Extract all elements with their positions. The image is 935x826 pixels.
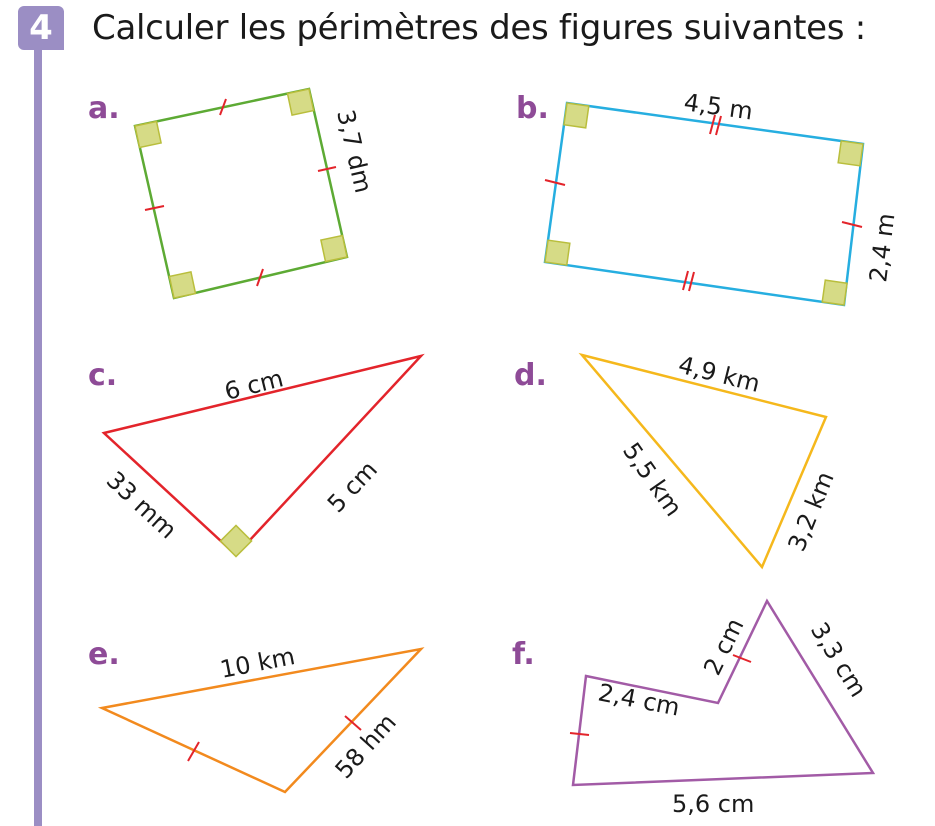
figure-a: a. 3,7 dm [88, 87, 377, 300]
right-angle-marker [544, 239, 571, 266]
figure-e-right-label: 58 hm [330, 708, 402, 784]
right-angle-marker [219, 524, 253, 558]
figure-c: c. 6 cm 33 mm 5 cm [88, 353, 425, 558]
figure-d-letter: d. [514, 358, 547, 393]
figure-e-top-label: 10 km [218, 642, 297, 684]
figure-c-side2-label: 5 cm [322, 455, 383, 518]
figure-c-hypotenuse-label: 6 cm [222, 364, 286, 406]
figure-b-width-label: 2,4 m [864, 212, 900, 284]
tick-mark [317, 166, 337, 172]
figure-e: e. 10 km 58 hm [88, 637, 425, 794]
right-angle-marker [837, 140, 864, 167]
exercise-side-bar [34, 46, 42, 826]
figure-d-right-label: 3,2 km [783, 468, 840, 556]
figure-e-letter: e. [88, 637, 120, 672]
figure-b-right-angles [544, 102, 864, 306]
exercise-title: Calculer les périmètres des figures suiv… [92, 8, 866, 48]
figure-d-triangle [578, 352, 828, 570]
right-angle-marker [286, 88, 315, 116]
tick-mark [841, 221, 863, 228]
figure-b-letter: b. [516, 91, 549, 126]
figure-a-side-label: 3,7 dm [331, 107, 377, 196]
right-angle-marker [168, 271, 197, 299]
figure-d: d. 4,9 km 5,5 km 3,2 km [514, 351, 840, 570]
figure-f-side1-label: 2 cm [698, 614, 749, 680]
figure-b-tick-marks [544, 114, 863, 292]
figure-a-right-angles [134, 88, 348, 299]
figure-a-tick-marks [144, 98, 337, 287]
figure-f-side4-label: 5,6 cm [672, 790, 754, 818]
tick-mark [219, 98, 227, 116]
figure-c-letter: c. [88, 358, 117, 393]
right-angle-marker [821, 279, 848, 306]
tick-mark [144, 205, 165, 211]
figure-b-rectangle [543, 101, 865, 307]
figure-f-letter: f. [512, 637, 535, 672]
figure-f-side2-label: 3,3 cm [805, 617, 872, 702]
figure-c-triangle [101, 353, 425, 557]
figure-f-polygon [571, 598, 876, 787]
tick-mark [715, 115, 722, 136]
right-angle-marker [320, 234, 348, 263]
figure-b: b. 4,5 m 2,4 m [516, 88, 900, 307]
figure-a-square [133, 87, 349, 300]
tick-mark [688, 271, 695, 292]
tick-mark [682, 270, 689, 291]
tick-mark [544, 179, 566, 186]
tick-mark [569, 732, 590, 736]
tick-mark [732, 654, 752, 663]
tick-mark [187, 741, 200, 762]
tick-mark [256, 268, 264, 287]
tick-mark [709, 114, 716, 135]
figure-a-letter: a. [88, 91, 120, 126]
figure-f: f. 2 cm 3,3 cm 2,4 cm 5,6 cm [512, 598, 876, 818]
figure-f-tick-marks [569, 654, 752, 736]
figure-c-side1-label: 33 mm [101, 466, 182, 544]
right-angle-marker [563, 102, 590, 129]
figure-f-side3-label: 2,4 cm [596, 678, 682, 721]
exercise-number: 4 [29, 8, 53, 48]
figure-e-tick-marks [187, 715, 362, 762]
figure-d-left-label: 5,5 km [617, 437, 688, 521]
exercise-number-badge: 4 [18, 6, 64, 50]
tick-mark [344, 715, 362, 731]
right-angle-marker [134, 120, 162, 149]
